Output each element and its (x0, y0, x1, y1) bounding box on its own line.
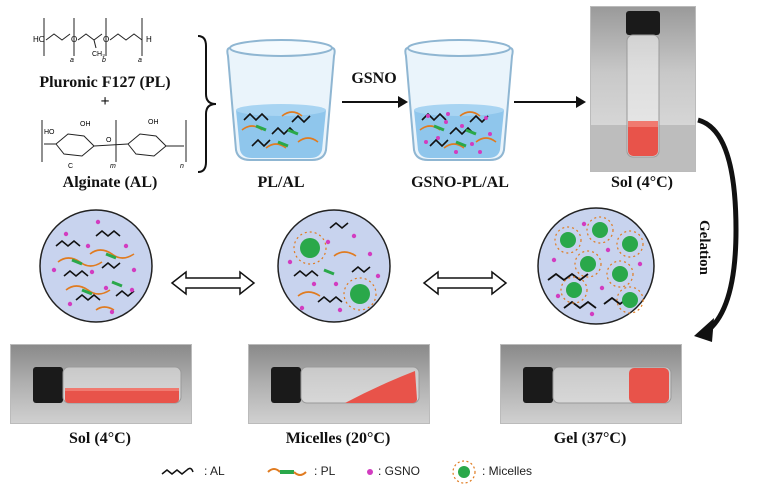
pl-al-label: PL/AL (257, 174, 305, 191)
legend-micelles-icon (452, 460, 476, 484)
svg-text:b: b (102, 57, 106, 64)
svg-text:a: a (70, 57, 74, 64)
gsno-arrow-label: GSNO (351, 70, 397, 87)
legend-pl-text: : PL (314, 464, 336, 478)
alginate-structure: OH OH HO C O m n (36, 112, 196, 172)
pluronic-label: Pluronic F127 (PL) (39, 74, 171, 91)
svg-text:OH: OH (148, 119, 159, 126)
vial-photo-top (590, 6, 696, 172)
svg-text:H: H (146, 35, 152, 44)
svg-text:m: m (110, 163, 116, 170)
legend-al-text: : AL (204, 464, 225, 478)
vial-gel-label: Gel (37°C) (553, 430, 627, 447)
gelation-arrow (688, 110, 748, 350)
pluronic-structure: HO O CH₃ O H a b a (30, 12, 190, 67)
plus-sign: + (100, 93, 110, 110)
legend-al-icon (161, 467, 194, 475)
legend: : AL : PL : GSNO : Micelles (160, 458, 620, 486)
to-vial-arrow (512, 94, 588, 110)
legend-gsno-icon (367, 469, 373, 475)
legend-gsno-text: : GSNO (378, 464, 421, 478)
vial-photo-micelles (248, 344, 430, 424)
gsno-arrow (340, 94, 410, 110)
beaker-pl-al (222, 30, 340, 164)
svg-text:a: a (138, 57, 142, 64)
double-arrow-1 (170, 270, 256, 296)
vial-micelles-label: Micelles (20°C) (285, 430, 391, 447)
grouping-bracket (196, 34, 220, 174)
svg-text:CH₃: CH₃ (92, 51, 105, 58)
ho-text: HO (33, 35, 45, 44)
micelles-state-circle (274, 206, 394, 326)
legend-micelles-text: : Micelles (482, 464, 533, 478)
vial-top-label: Sol (4°C) (611, 174, 673, 191)
vial-photo-gel (500, 344, 682, 424)
svg-text:OH: OH (80, 121, 91, 128)
gelation-label: Gelation (696, 220, 712, 275)
vial-sol-label: Sol (4°C) (69, 430, 131, 447)
svg-text:C: C (68, 163, 73, 170)
legend-pl-icon (267, 468, 307, 476)
alginate-label: Alginate (AL) (62, 174, 158, 191)
svg-text:HO: HO (44, 129, 55, 136)
gsno-pl-al-label: GSNO-PL/AL (411, 174, 509, 191)
svg-text:n: n (180, 163, 184, 170)
sol-state-circle (36, 206, 156, 326)
double-arrow-2 (422, 270, 508, 296)
beaker-gsno-pl-al (400, 30, 518, 164)
gel-state-circle (534, 204, 658, 328)
svg-text:O: O (106, 137, 112, 144)
vial-photo-sol (10, 344, 192, 424)
